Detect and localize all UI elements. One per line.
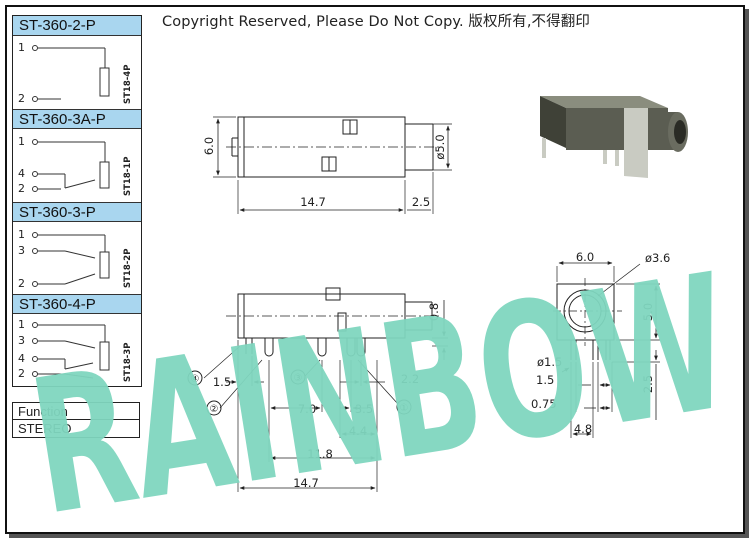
model-name: ST-360-3-P [13,202,141,222]
model-name: ST-360-3A-P [13,109,141,129]
dim-pin-end: 2.2 [401,372,419,386]
front-view [553,261,660,438]
dim-nose: 2.5 [412,195,430,209]
pin-label: 2 [18,182,25,195]
dim-pin-total: 11.8 [307,447,333,461]
front-pin-diameter: ø1.5 [537,355,562,369]
model-name: ST-360-2-P [13,16,141,36]
dim-total-length: 14.7 [293,476,319,490]
top-view [213,116,452,214]
pin-label: 3 [18,334,25,347]
pin-label: 2 [18,277,25,290]
dim-pin-edge: 1.5 [213,375,231,389]
dim-height: 6.0 [202,137,216,155]
function-label: Function [12,402,140,420]
front-height: 5.0 [641,303,655,321]
dim-offset: 0.8 [427,303,441,321]
front-pin-pitch: 1.5 [536,373,554,387]
dim-pin-gap: 3.5 [355,402,373,416]
dim-diameter: ø5.0 [433,134,447,159]
pin-label: 1 [18,135,25,148]
callout-2: ② [210,404,219,415]
pin-schematics [32,45,110,379]
dim-rear-span: 4.4 [349,424,367,438]
front-pin-offset: 0.75 [531,397,557,411]
front-width: 6.0 [576,250,594,264]
front-pin-height: 2.5 [641,375,655,393]
pin-label: 1 [18,41,25,54]
front-pin-span: 4.8 [574,422,592,436]
callout-4: ④ [191,374,200,385]
dim-length: 14.7 [300,195,326,209]
model-name: ST-360-4-P [13,294,141,314]
pin-label: 1 [18,318,25,331]
product-3d-image [540,96,688,178]
pin-label: 4 [18,352,25,365]
pin-label: 4 [18,167,25,180]
side-view [187,287,448,492]
model-schematic-panel: ST-360-2-P 1 2 ST18-4P ST-360-3A-P 1 4 2… [12,15,142,387]
dim-pin-span: 7.0 [298,402,316,416]
pin-label: 1 [18,228,25,241]
callout-3: ③ [294,373,303,384]
callout-1: ① [400,403,409,414]
copyright-notice: Copyright Reserved, Please Do Not Copy. … [162,14,590,30]
pin-label: 3 [18,244,25,257]
front-bore: ø3.6 [645,251,670,265]
function-value: STEREO [12,420,140,438]
pin-label: 2 [18,92,25,105]
pin-label: 2 [18,367,25,380]
